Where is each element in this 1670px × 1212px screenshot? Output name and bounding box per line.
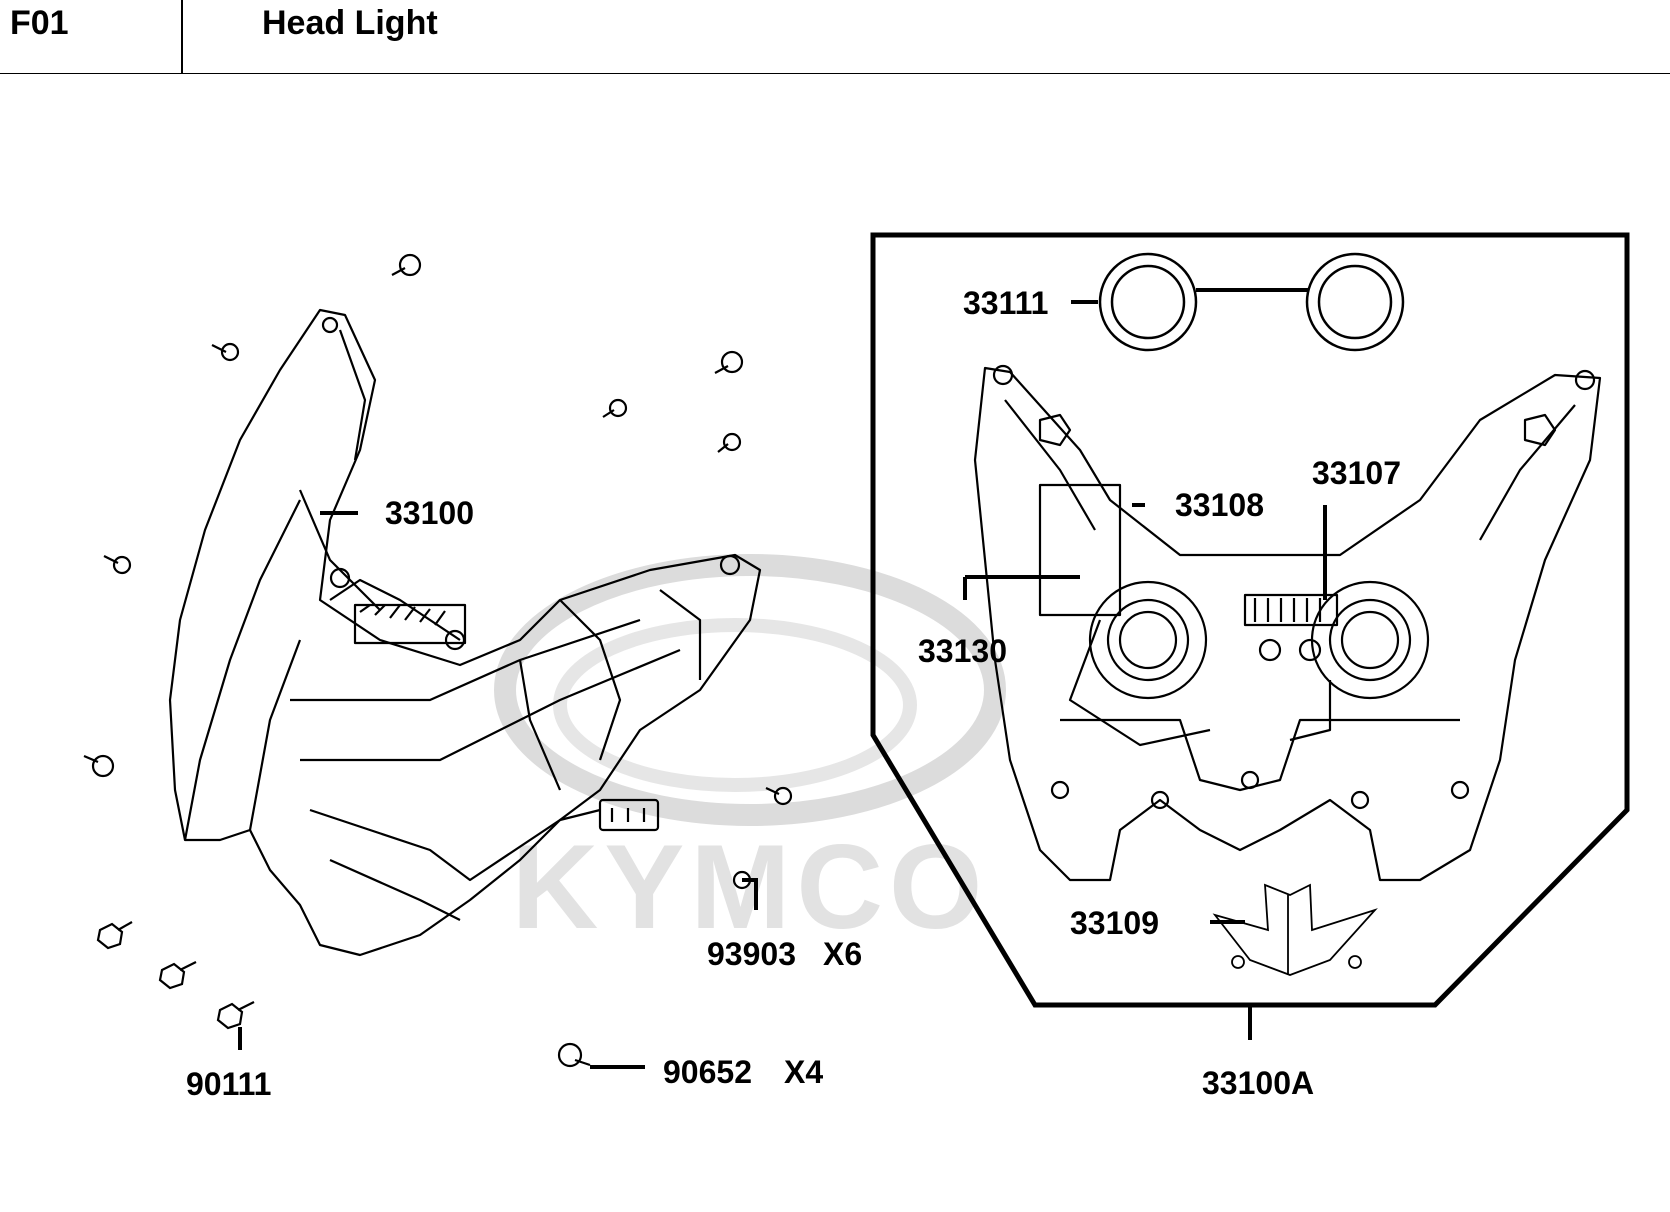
- callout-90652-qty: X4: [784, 1054, 823, 1090]
- bolt-icon: [158, 961, 197, 990]
- screw-icon: [714, 350, 744, 374]
- reflector-33109: [1212, 883, 1378, 976]
- callout-33100: 33100: [385, 495, 474, 531]
- screw-icon: [602, 398, 628, 418]
- callout-33100A: 33100A: [1202, 1065, 1314, 1101]
- page-header: F01 Head Light: [0, 0, 1670, 74]
- kymco-watermark: KYMCO: [494, 554, 1006, 954]
- lens-rings-33111: [1098, 252, 1405, 352]
- screw-set: [83, 253, 793, 1068]
- screw-icon: [391, 253, 422, 277]
- callout-33109: 33109: [1070, 905, 1159, 941]
- screw-icon: [717, 432, 742, 453]
- callout-90652: 90652: [663, 1054, 752, 1090]
- screw-icon: [557, 1042, 591, 1068]
- bolt-icon: [96, 921, 133, 950]
- callout-93903-qty: X6: [823, 936, 862, 972]
- bolt-icon: [216, 1001, 255, 1030]
- section-code: F01: [10, 4, 69, 42]
- callout-33111: 33111: [963, 285, 1048, 321]
- headlight-rear-unit: [973, 364, 1602, 882]
- callout-33108: 33108: [1175, 487, 1264, 523]
- screw-icon: [211, 342, 240, 362]
- watermark-text: KYMCO: [512, 820, 989, 954]
- section-title: Head Light: [262, 4, 438, 42]
- callout-33107: 33107: [1312, 455, 1401, 491]
- headlight-assembly-33100: [168, 308, 762, 957]
- callout-90111: 90111: [186, 1066, 271, 1102]
- screw-icon: [103, 555, 132, 575]
- callout-33130: 33130: [918, 633, 1007, 669]
- header-divider: [181, 0, 183, 73]
- screw-icon: [765, 786, 793, 806]
- assembly-frame-33100A: [870, 232, 1630, 1008]
- callout-93903: 93903: [707, 936, 796, 972]
- screw-icon: [83, 754, 115, 778]
- callout-labels: 33100 33111 33108 33107 33130 33109 3310…: [186, 285, 1401, 1102]
- leader-lines: [238, 288, 1327, 1069]
